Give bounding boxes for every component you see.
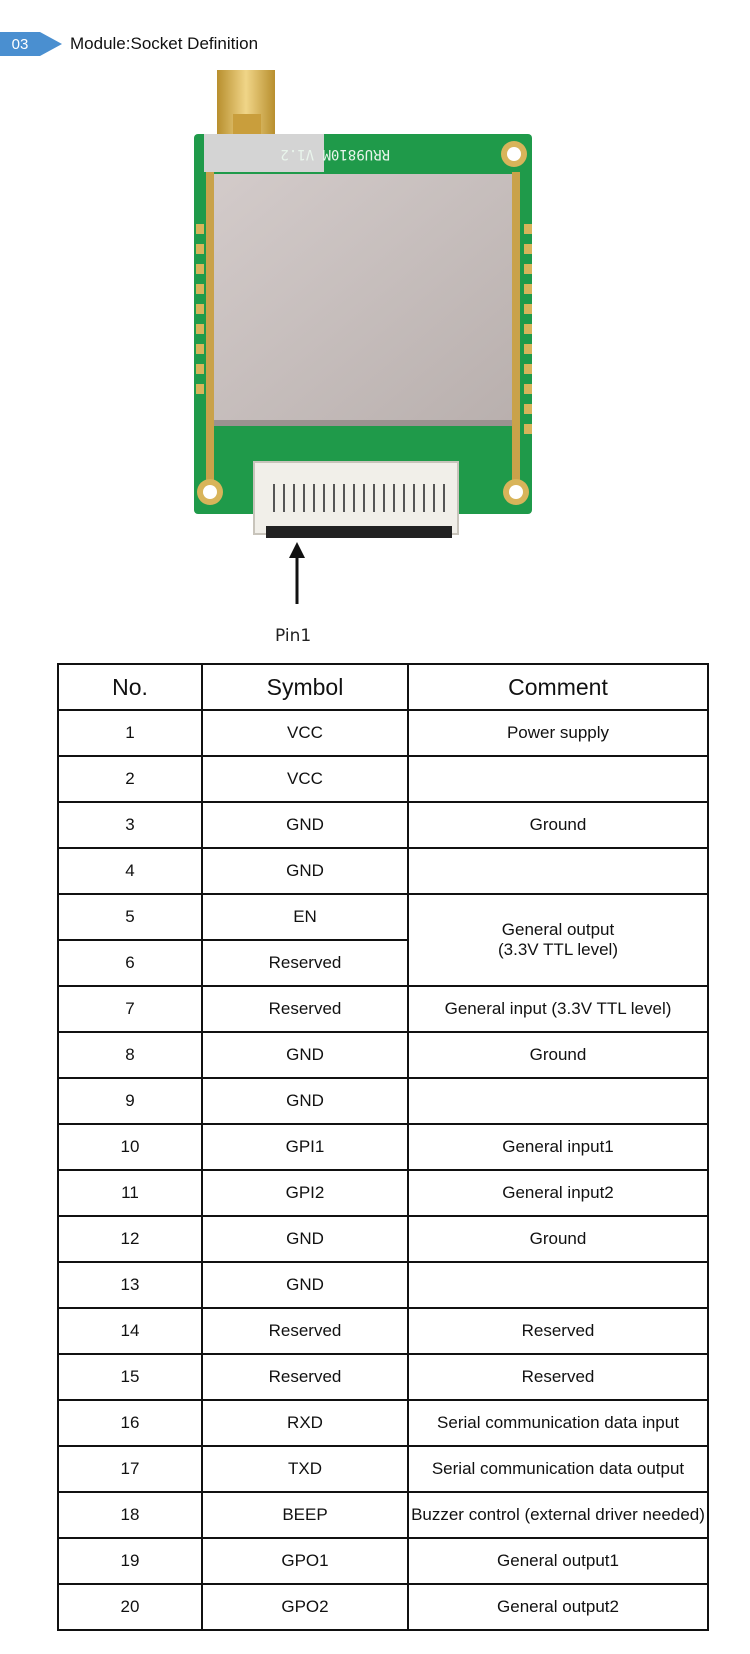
table-row: 16 RXD Serial communication data input	[57, 1399, 709, 1447]
pin-symbol: GND	[201, 1031, 409, 1079]
pin-symbol: VCC	[201, 755, 409, 803]
pin-symbol: Reserved	[201, 939, 409, 987]
pin-number: 19	[57, 1537, 203, 1585]
pin-number: 18	[57, 1491, 203, 1539]
table-row: 5 EN General output (3.3V TTL level)	[57, 893, 709, 987]
pin-number: 1	[57, 709, 203, 757]
table-row: 9 GND	[57, 1077, 709, 1125]
pin-comment: Buzzer control (external driver needed)	[407, 1491, 709, 1539]
pin-symbol: BEEP	[201, 1491, 409, 1539]
header-comment: Comment	[407, 663, 709, 711]
rf-shield	[214, 174, 512, 420]
table-row: 7 Reserved General input (3.3V TTL level…	[57, 985, 709, 1033]
pin-comment: General input2	[407, 1169, 709, 1217]
pin-number: 6	[57, 939, 203, 987]
section-title: Module:Socket Definition	[70, 34, 259, 53]
pin-symbol: GPI2	[201, 1169, 409, 1217]
pin-number: 5	[57, 893, 203, 941]
pin-symbol: Reserved	[201, 1353, 409, 1401]
pin-number: 16	[57, 1399, 203, 1447]
pin-symbol: GND	[201, 1261, 409, 1309]
table-row: 14 Reserved Reserved	[57, 1307, 709, 1355]
table-row: 1 VCC Power supply	[57, 709, 709, 757]
pin-comment	[407, 755, 709, 803]
pin-comment	[407, 847, 709, 895]
pin-symbol: VCC	[201, 709, 409, 757]
table-row: 8 GND Ground	[57, 1031, 709, 1079]
table-row: 10 GPI1 General input1	[57, 1123, 709, 1171]
pin-number: 2	[57, 755, 203, 803]
header-no: No.	[57, 663, 203, 711]
table-row: 6 Reserved	[57, 939, 708, 987]
pin-symbol: GPI1	[201, 1123, 409, 1171]
section-number-badge: 03	[0, 32, 62, 56]
table-header-row: No. Symbol Comment	[57, 663, 709, 711]
pin-comment: General input1	[407, 1123, 709, 1171]
pin-number: 17	[57, 1445, 203, 1493]
table-row: 2 VCC	[57, 755, 709, 803]
pin-symbol: GND	[201, 1077, 409, 1125]
silkscreen-label: RRU9810M V1.2	[280, 146, 390, 162]
pin-number: 4	[57, 847, 203, 895]
table-row: 17 TXD Serial communication data output	[57, 1445, 709, 1493]
pin-symbol: RXD	[201, 1399, 409, 1447]
pin-symbol: Reserved	[201, 985, 409, 1033]
pin-comment	[407, 1077, 709, 1125]
pin-symbol: GND	[201, 847, 409, 895]
header-symbol: Symbol	[201, 663, 409, 711]
pin-symbol: GND	[201, 1215, 409, 1263]
pin-symbol: GPO2	[201, 1583, 409, 1631]
pin-comment: General output1	[407, 1537, 709, 1585]
pin-number: 15	[57, 1353, 203, 1401]
pin1-label: Pin1	[275, 626, 312, 646]
table-row: 4 GND	[57, 847, 709, 895]
pin-comment: General input (3.3V TTL level)	[407, 985, 709, 1033]
pin-symbol: EN	[201, 893, 409, 941]
pin-comment	[407, 1261, 709, 1309]
pin-symbol: TXD	[201, 1445, 409, 1493]
pin-definition-table: No. Symbol Comment 1 VCC Power supply 2 …	[57, 663, 709, 1631]
table-row: 13 GND	[57, 1261, 709, 1309]
pin-symbol: GND	[201, 801, 409, 849]
pin-comment: Power supply	[407, 709, 709, 757]
pin-number: 11	[57, 1169, 203, 1217]
section-header: 03 Module:Socket Definition	[0, 32, 258, 56]
pin-number: 10	[57, 1123, 203, 1171]
pin-number: 13	[57, 1261, 203, 1309]
pin-number: 9	[57, 1077, 203, 1125]
table-row: 3 GND Ground	[57, 801, 709, 849]
module-photo: RRU9810M V1.2	[194, 70, 532, 604]
table-row: 15 Reserved Reserved	[57, 1353, 709, 1401]
pin-number: 14	[57, 1307, 203, 1355]
table-row: 18 BEEP Buzzer control (external driver …	[57, 1491, 709, 1539]
pin-number: 7	[57, 985, 203, 1033]
pin-comment: Ground	[407, 801, 709, 849]
pin-symbol: GPO1	[201, 1537, 409, 1585]
pin-number: 12	[57, 1215, 203, 1263]
table-row: 20 GPO2 General output2	[57, 1583, 709, 1631]
pin-comment: Reserved	[407, 1353, 709, 1401]
pin-comment: Ground	[407, 1031, 709, 1079]
pin-comment: Serial communication data output	[407, 1445, 709, 1493]
pin-comment: Reserved	[407, 1307, 709, 1355]
pin-comment: Serial communication data input	[407, 1399, 709, 1447]
pin-symbol: Reserved	[201, 1307, 409, 1355]
pin-number: 20	[57, 1583, 203, 1631]
pin-comment: Ground	[407, 1215, 709, 1263]
pin-comment-merged: General output (3.3V TTL level)	[407, 893, 709, 987]
pin-comment-line: (3.3V TTL level)	[498, 940, 618, 959]
pin-comment: General output2	[407, 1583, 709, 1631]
pin-number: 8	[57, 1031, 203, 1079]
table-row: 12 GND Ground	[57, 1215, 709, 1263]
table-row: 11 GPI2 General input2	[57, 1169, 709, 1217]
pin-number: 3	[57, 801, 203, 849]
table-row: 19 GPO1 General output1	[57, 1537, 709, 1585]
pin-comment-line: General output	[501, 920, 615, 939]
